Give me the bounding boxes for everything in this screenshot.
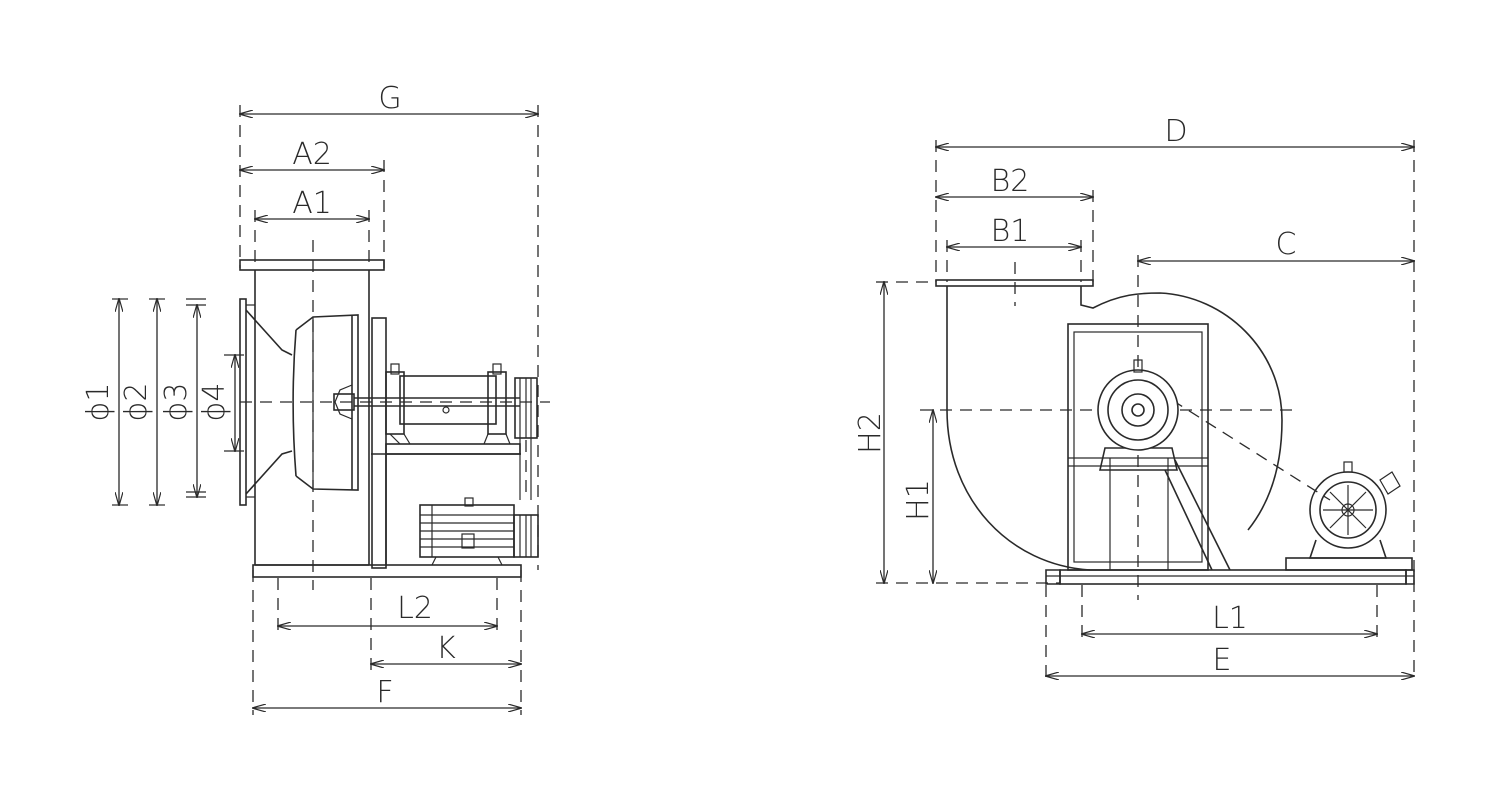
label-d: D [1164,114,1187,149]
label-b2: B2 [991,164,1030,199]
label-l1: L1 [1212,601,1248,636]
label-b1: B1 [991,214,1030,249]
label-phi4: ϕ4 [197,383,232,422]
base-frame [252,564,522,578]
scroll-casing [946,286,1283,571]
label-a2: A2 [292,137,332,172]
label-phi3: ϕ3 [159,383,194,422]
front-view: D B2 B1 C L1 E H2 H1 [853,114,1414,680]
side-view: G A2 A1 L2 K F ϕ1 ϕ2 ϕ3 ϕ4 [81,81,550,715]
bearing-housing [385,363,511,445]
label-a1: A1 [292,186,332,221]
label-phi2: ϕ2 [119,383,154,422]
label-k: K [436,631,456,666]
label-c: C [1276,227,1297,262]
motor [419,497,539,566]
support-frame [371,443,521,565]
label-f: F [376,675,393,710]
label-h2: H2 [853,412,888,454]
label-phi1: ϕ1 [81,383,116,422]
outlet-flange-front [935,279,1094,287]
label-g: G [378,81,401,116]
impeller [292,314,359,491]
base-frame-front [1045,569,1415,585]
label-h1: H1 [901,479,936,521]
outlet-flange [239,259,385,271]
label-l2: L2 [397,591,433,626]
label-e: E [1213,643,1232,678]
bearing-hub [1097,359,1179,451]
fan-pulley [514,377,538,439]
casing-back-plate [371,317,387,569]
motor-front [1285,461,1413,571]
